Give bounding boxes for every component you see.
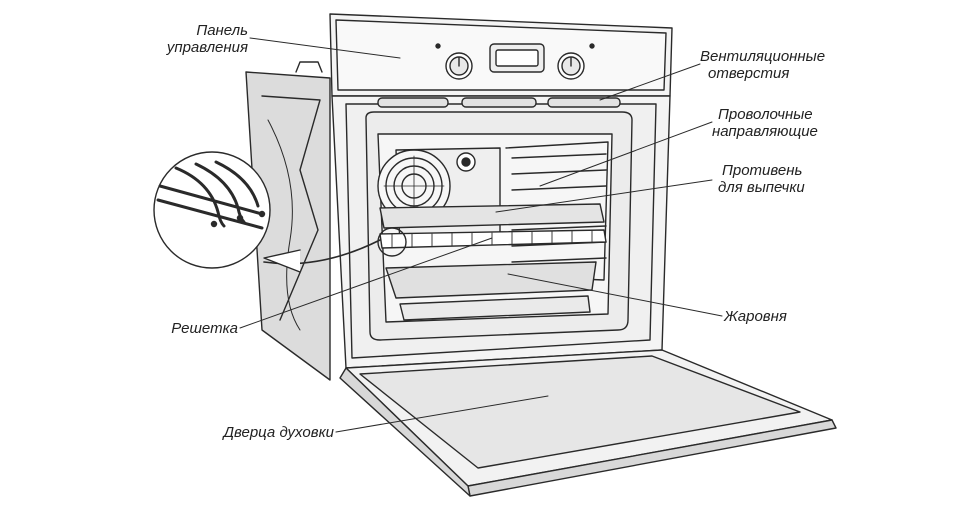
label-grill-rack: Решетка bbox=[150, 320, 238, 337]
label-baking-tray-line1: Противень bbox=[722, 162, 803, 179]
label-vents-line2: отверстия bbox=[708, 65, 790, 82]
label-oven-door-text: Дверца духовки bbox=[223, 424, 334, 441]
ventilation-slots bbox=[377, 97, 621, 108]
label-baking-tray: Противень для выпечки bbox=[718, 162, 805, 196]
zoom-source-circle bbox=[377, 227, 407, 257]
label-wire-guides: Проволочные направляющие bbox=[712, 106, 818, 140]
label-control-panel-line2: управления bbox=[166, 39, 248, 56]
label-wire-guides-line2: направляющие bbox=[712, 123, 818, 140]
control-panel bbox=[435, 43, 595, 80]
label-oven-door: Дверца духовки bbox=[190, 424, 334, 441]
label-wire-guides-line1: Проволочные bbox=[718, 106, 813, 123]
label-vents: Вентиляционные отверстия bbox=[700, 48, 825, 82]
leader-lines bbox=[239, 37, 723, 433]
label-control-panel: Панель управления bbox=[130, 22, 248, 56]
oven-cavity bbox=[365, 111, 633, 341]
oven-door bbox=[339, 349, 837, 497]
zoom-arrow-icon bbox=[263, 239, 381, 273]
label-vents-line1: Вентиляционные bbox=[700, 48, 826, 65]
label-roasting-pan-text: Жаровня bbox=[724, 308, 787, 325]
label-control-panel-line1: Панель bbox=[196, 22, 248, 39]
magnifier-detail bbox=[153, 151, 271, 269]
label-roasting-pan: Жаровня bbox=[724, 308, 787, 325]
label-baking-tray-line2: для выпечки bbox=[718, 179, 805, 196]
label-grill-rack-text: Решетка bbox=[171, 320, 238, 337]
